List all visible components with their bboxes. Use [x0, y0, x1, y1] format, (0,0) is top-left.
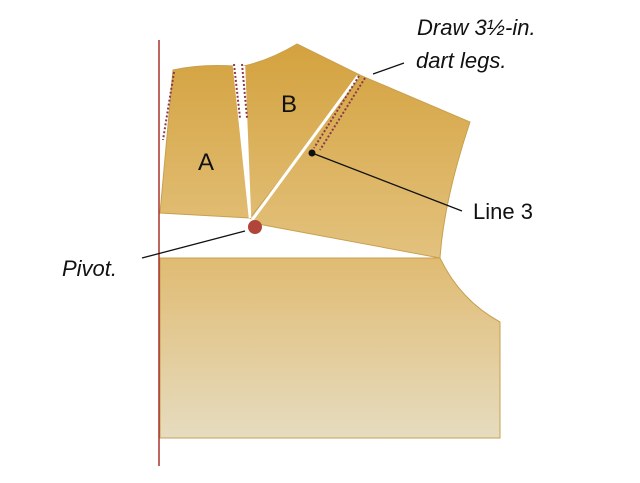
upper-bodice-piece	[159, 43, 471, 259]
dart-leg-a	[162, 71, 175, 141]
dart-leg-b1	[233, 63, 241, 119]
dart-legs-leader-line	[372, 62, 405, 75]
line3-marker-dot	[308, 149, 316, 157]
line3-label: Line 3	[473, 199, 533, 224]
pivot-point	[248, 220, 262, 234]
piece-b-label: B	[281, 91, 297, 118]
dart-slit-left-inner	[242, 65, 252, 219]
piece-a-label: A	[198, 149, 214, 176]
instruction-text-line1: Draw 3½-in.	[417, 15, 536, 40]
dart-slit-line3	[250, 75, 360, 221]
pivot-label: Pivot.	[62, 256, 117, 281]
instruction-text-line2: dart legs.	[416, 48, 507, 73]
dart-slit-left	[232, 65, 252, 219]
lower-bodice-piece	[159, 257, 501, 439]
pivot-leader-line	[141, 230, 246, 259]
dart-leg-b2	[241, 63, 248, 119]
line3-leader-line	[311, 152, 463, 212]
